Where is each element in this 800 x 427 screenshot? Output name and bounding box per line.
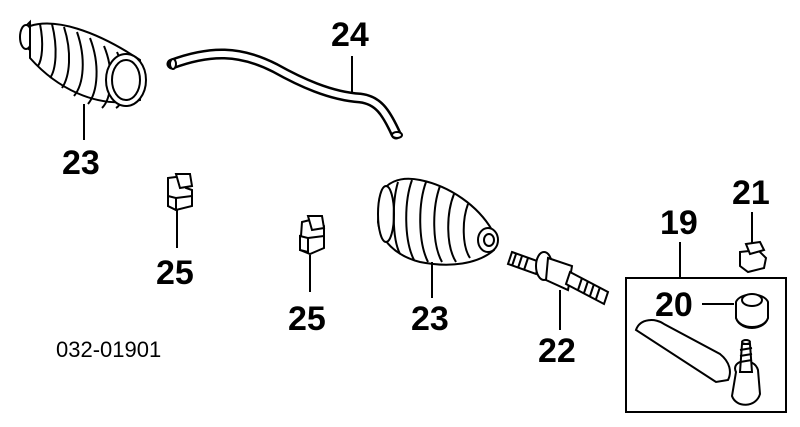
callout-clamp-left: 25	[156, 254, 194, 292]
callout-tie-rod: 22	[538, 332, 576, 370]
clamp-mid	[298, 215, 326, 256]
callout-clamp-mid: 25	[288, 300, 326, 338]
callout-boot-center: 23	[411, 300, 449, 338]
callout-nut: 21	[732, 174, 770, 212]
breather-tube	[166, 48, 403, 140]
dust-boot-small	[735, 293, 769, 329]
callout-tie-rod-end-assembly: 19	[660, 204, 698, 242]
clamp-left	[167, 173, 194, 212]
assembly-frame	[625, 277, 787, 413]
callout-tube: 24	[331, 16, 369, 54]
nut	[739, 240, 768, 274]
bellows-boot-center	[376, 177, 499, 266]
callout-dust-boot: 20	[655, 286, 693, 324]
tie-rod	[506, 250, 610, 306]
bellows-boot-left	[19, 19, 147, 109]
callout-boot-left: 23	[62, 144, 100, 182]
diagram-code: 032-01901	[56, 337, 161, 362]
tie-rod-end	[634, 319, 762, 406]
